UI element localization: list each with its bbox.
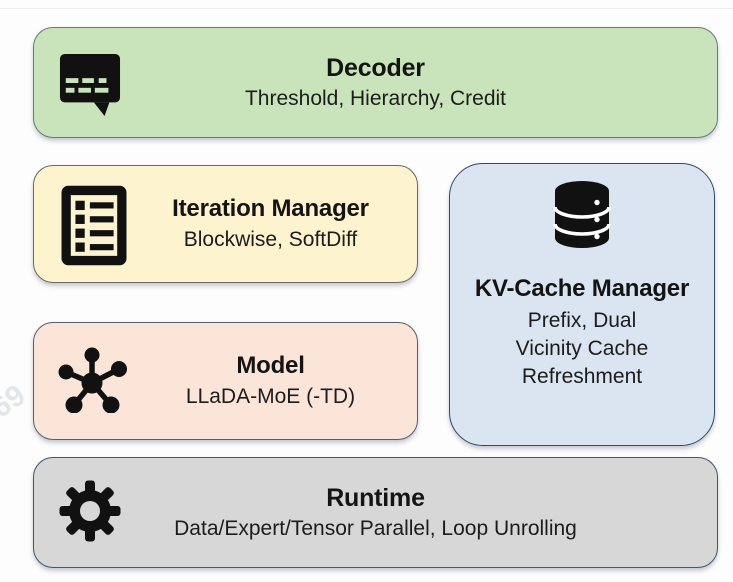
kv-cache-manager-content: KV-Cache Manager Prefix, Dual Vicinity C… <box>450 164 714 445</box>
kv-cache-manager-title: KV-Cache Manager <box>474 275 690 302</box>
database-icon <box>548 180 616 252</box>
decoder-text: Decoder Threshold, Hierarchy, Credit <box>34 28 717 137</box>
iteration-manager-text: Iteration Manager Blockwise, SoftDiff <box>124 166 417 282</box>
network-hub-icon <box>56 345 128 414</box>
gear-icon <box>58 479 122 543</box>
iteration-manager-subtitle: Blockwise, SoftDiff <box>183 228 358 251</box>
speech-bubble-subtitles-icon <box>59 49 121 117</box>
kv-cache-manager-subtitle-line: Refreshment <box>521 365 643 388</box>
top-divider-line <box>0 8 733 9</box>
decoder-subtitle: Threshold, Hierarchy, Credit <box>244 86 507 110</box>
watermark-fragment: 69 <box>0 378 32 425</box>
runtime-text: Runtime Data/Expert/Tensor Parallel, Loo… <box>34 458 717 567</box>
model-title: Model <box>236 352 305 379</box>
model-text: Model LLaDA-MoE (-TD) <box>124 323 417 439</box>
model-subtitle: LLaDA-MoE (-TD) <box>185 385 356 408</box>
kv-cache-manager-subtitle-line: Vicinity Cache <box>515 337 649 360</box>
iteration-manager-box: Iteration Manager Blockwise, SoftDiff <box>33 165 418 283</box>
iteration-manager-title: Iteration Manager <box>172 195 369 222</box>
kv-cache-manager-subtitle-line: Prefix, Dual <box>527 309 637 332</box>
decoder-box: Decoder Threshold, Hierarchy, Credit <box>33 27 718 138</box>
runtime-box: Runtime Data/Expert/Tensor Parallel, Loo… <box>33 457 718 568</box>
runtime-subtitle: Data/Expert/Tensor Parallel, Loop Unroll… <box>174 516 577 540</box>
checklist-document-icon <box>61 185 127 266</box>
kv-cache-manager-box: KV-Cache Manager Prefix, Dual Vicinity C… <box>449 163 715 446</box>
decoder-title: Decoder <box>326 53 425 82</box>
runtime-title: Runtime <box>326 483 425 512</box>
model-box: Model LLaDA-MoE (-TD) <box>33 322 418 440</box>
